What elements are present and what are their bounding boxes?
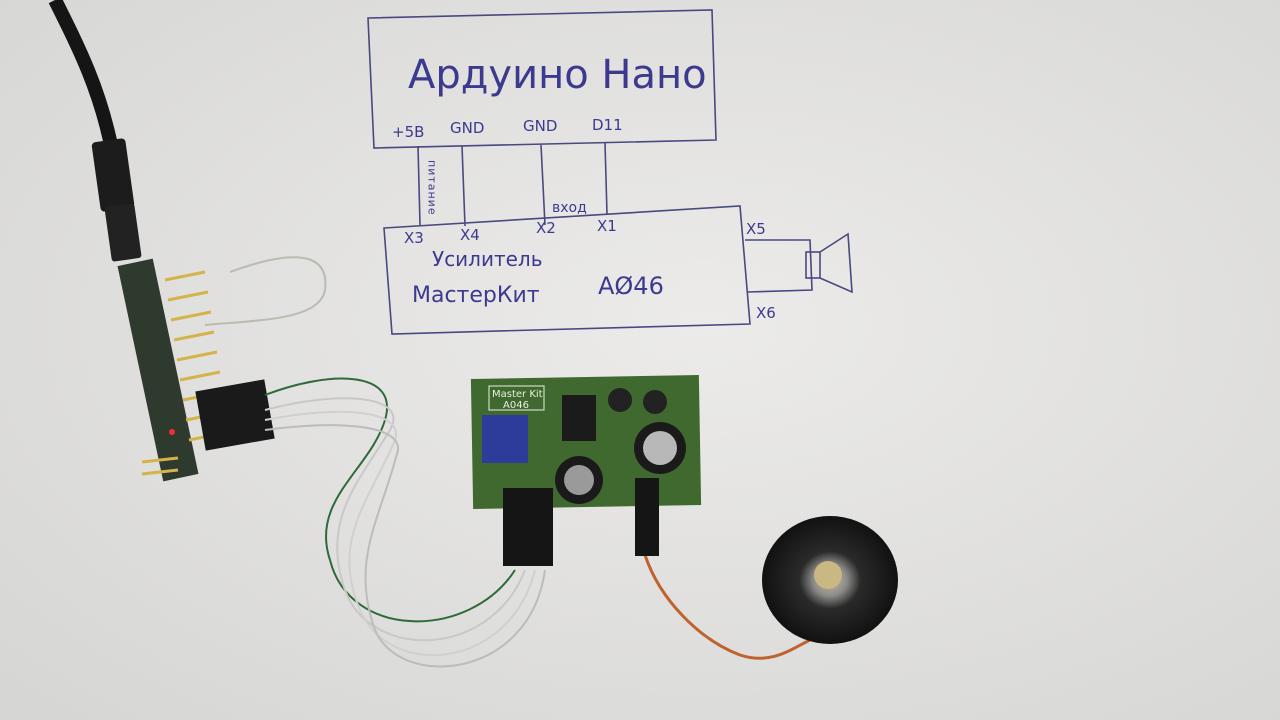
- capacitor-large: [564, 465, 594, 495]
- input-connector: [503, 488, 553, 566]
- trimmer-potentiometer: [482, 415, 528, 463]
- output-connector: [635, 478, 659, 556]
- speaker-wires: [745, 239, 813, 293]
- capacitor-large: [643, 431, 677, 465]
- speaker: [762, 516, 898, 644]
- pin-x2: X2: [536, 219, 556, 237]
- amp-label-line2: МастерКит: [412, 283, 540, 308]
- arduino-box: [367, 9, 717, 149]
- pin-gnd-1: GND: [450, 119, 484, 137]
- power-label: питание: [426, 160, 439, 216]
- led: [169, 429, 175, 435]
- ic-chip: [562, 395, 596, 441]
- amp-label-line1: Усилитель: [432, 247, 543, 271]
- amp-model: AØ46: [598, 272, 664, 300]
- pin-gnd-2: GND: [523, 117, 557, 135]
- pcb-label-line2: A046: [503, 400, 529, 411]
- amplifier-box: [383, 205, 751, 335]
- pin-d11: D11: [592, 116, 623, 134]
- pin-x1: X1: [597, 217, 617, 235]
- pin-x3: X3: [404, 229, 424, 247]
- arduino-nano-board: [117, 258, 275, 482]
- pcb-label-line1: Master Kit: [492, 389, 543, 400]
- hand-drawn-diagram: [367, 9, 853, 335]
- amplifier-pcb: Master Kit A046: [470, 375, 702, 566]
- usb-cable: [48, 0, 142, 262]
- pin-5v: +5B: [392, 123, 424, 141]
- input-label: вход: [552, 200, 587, 216]
- capacitor: [608, 388, 632, 412]
- pin-x6: X6: [756, 304, 776, 322]
- dupont-connector: [195, 379, 275, 451]
- pin-x5: X5: [746, 220, 766, 238]
- speaker-magnet-symbol: [805, 251, 821, 279]
- connection-wires: [417, 142, 608, 227]
- pin-x4: X4: [460, 226, 480, 244]
- jumper-wires: [204, 256, 811, 668]
- speaker-cone-symbol: [819, 232, 853, 294]
- capacitor: [643, 390, 667, 414]
- arduino-title: Ардуино Нано: [408, 52, 707, 98]
